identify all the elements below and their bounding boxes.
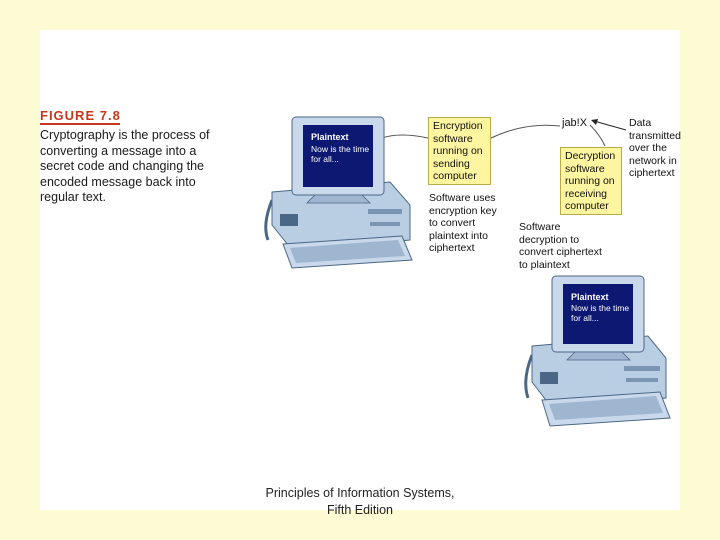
ciphertext-sample: jab!X — [561, 117, 588, 129]
receiver-monitor-stand — [566, 351, 631, 361]
sender-screen-title: Plaintext — [311, 132, 349, 142]
receiver-screen-title: Plaintext — [571, 292, 609, 302]
decryption-box-line: Decryption — [565, 150, 616, 162]
transmission-note-line: transmitted — [629, 129, 681, 142]
encryption-note-line: Software uses — [429, 192, 496, 204]
arrow-line — [593, 120, 627, 131]
sending-computer — [264, 116, 413, 269]
slide-panel — [40, 30, 680, 510]
receiver-screen-line1: Now is the time — [571, 303, 629, 313]
encryption-note-line: to convert — [429, 217, 476, 229]
link-cipher-to-decryption — [589, 124, 606, 147]
link-encryption-to-cipher — [490, 124, 561, 139]
decryption-note-line: Software — [519, 221, 561, 233]
decryption-box-line: running on — [565, 175, 615, 187]
sender-drive-2 — [370, 222, 400, 226]
encryption-software-box: Encryption software running on sending c… — [428, 117, 491, 185]
decryption-note-line: decryption to — [519, 233, 580, 246]
encryption-note-line: plaintext into — [429, 229, 488, 242]
transmission-note-line: network in — [629, 154, 677, 167]
encryption-box-line: Encryption — [433, 120, 483, 132]
encryption-note: Software uses encryption key to convert … — [429, 192, 497, 255]
transmission-note-line: ciphertext — [629, 167, 675, 179]
sender-cable — [264, 199, 274, 241]
sender-monitor-stand — [306, 194, 371, 204]
receiver-keys — [549, 396, 663, 420]
receiving-computer — [524, 275, 671, 427]
receiver-vents — [540, 372, 558, 384]
decryption-note-line: convert ciphertext — [519, 246, 602, 258]
slide-footer: Principles of Information Systems, Fifth… — [240, 485, 480, 519]
figure-label: FIGURE 7.8 — [40, 108, 121, 123]
encryption-box-line: software — [433, 132, 473, 145]
decryption-box-line: computer — [565, 200, 609, 212]
figure-caption: Cryptography is the process of convertin… — [40, 128, 210, 204]
sender-vents — [280, 214, 298, 226]
sender-screen-line2: for all... — [311, 154, 339, 164]
sender-drive — [368, 209, 402, 214]
decryption-software-box: Decryption software running on receiving… — [560, 147, 622, 215]
encryption-note-line: ciphertext — [429, 242, 475, 254]
encryption-box-line: computer — [433, 170, 477, 182]
receiver-screen — [563, 284, 633, 344]
encryption-box-line: sending — [433, 157, 470, 170]
sender-case — [271, 181, 411, 251]
receiver-cable — [524, 354, 534, 399]
encryption-note-line: encryption key — [429, 204, 497, 217]
receiver-screen-line2: for all... — [571, 313, 599, 323]
receiver-case — [531, 335, 667, 409]
sender-screen — [303, 125, 373, 187]
transmission-note-line: over the — [629, 142, 667, 154]
arrow-head — [591, 119, 598, 125]
footer-line-2: Fifth Edition — [326, 503, 393, 517]
sender-keys — [290, 240, 405, 263]
footer-line-1: Principles of Information Systems, — [265, 486, 455, 500]
transmission-note-line: Data — [629, 117, 652, 129]
decryption-note: Software decryption to convert ciphertex… — [519, 221, 602, 271]
receiver-drive-2 — [626, 378, 658, 382]
sender-screen-line1: Now is the time — [311, 144, 369, 154]
receiver-drive — [624, 366, 660, 371]
transmission-note: Data transmitted over the network in cip… — [629, 117, 681, 180]
link-sender-to-encryption — [381, 134, 429, 139]
figure-rule — [40, 123, 120, 125]
decryption-box-line: software — [565, 162, 605, 175]
decryption-box-line: receiving — [565, 187, 608, 200]
decryption-note-line: to plaintext — [519, 258, 570, 271]
encryption-box-line: running on — [433, 145, 483, 157]
